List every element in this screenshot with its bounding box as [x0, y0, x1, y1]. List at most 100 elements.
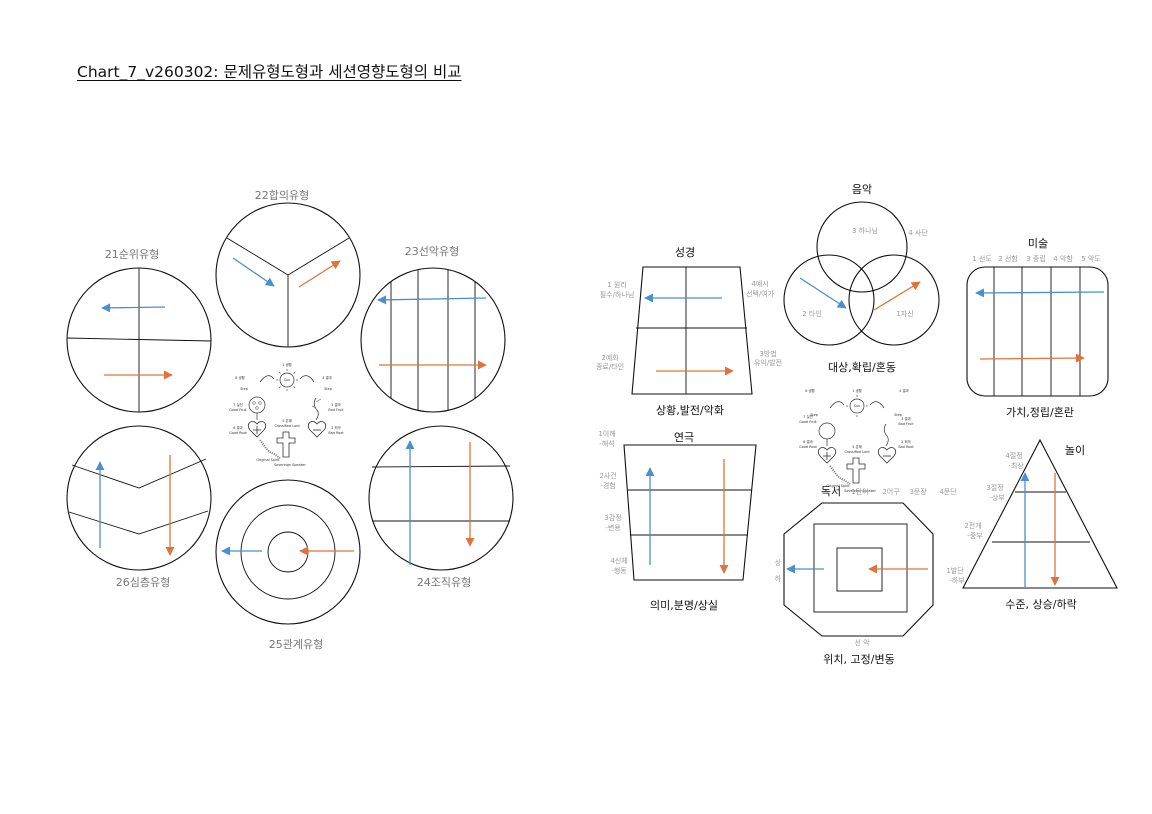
svg-text:1발단: 1발단 — [946, 566, 964, 575]
svg-text:5 은혜: 5 은혜 — [282, 418, 291, 423]
bad-tree-icon — [311, 397, 322, 421]
svg-text:Good Root: Good Root — [229, 431, 247, 435]
svg-text:하: 하 — [775, 574, 782, 583]
label-21: 21순위유형 — [105, 248, 159, 261]
svg-text:상: 상 — [775, 558, 782, 567]
art-col-label: 2 선함 — [998, 254, 1018, 263]
svg-text:4신체: 4신체 — [610, 556, 627, 565]
reading-col-label: 3문장 — [909, 487, 927, 496]
orange-arrow — [873, 281, 921, 311]
orange-arrow — [979, 353, 1085, 363]
shape-23-good-evil: 23선악유형 — [360, 245, 506, 413]
label-24: 24조직유형 — [417, 576, 471, 589]
svg-text:선 악: 선 악 — [854, 638, 870, 647]
svg-text:5 은혜: 5 은혜 — [852, 444, 861, 449]
reading-col-label: 2어구 — [882, 487, 900, 496]
art-col-label: 3 중립 — [1026, 255, 1046, 263]
orange-arrow — [298, 260, 341, 288]
center-icon-left: 1 생활 Sun 8 생활 4 결과 Step Step 7 실천 Good F… — [229, 362, 344, 467]
blue-arrow — [975, 288, 1105, 298]
svg-text:2 죄악: 2 죄악 — [331, 425, 340, 430]
svg-text:4 사단: 4 사단 — [908, 228, 928, 237]
shape-22-consensus: 22합의유형 — [215, 189, 361, 348]
art-title: 미술 — [1028, 237, 1048, 250]
svg-text:4예시: 4예시 — [751, 279, 768, 288]
svg-text:2전개: 2전개 — [964, 521, 981, 530]
good-tree-icon — [818, 422, 836, 440]
svg-text:1자신: 1자신 — [896, 309, 913, 318]
drama-caption: 의미,분명/상실 — [650, 599, 718, 612]
drama-title: 연극 — [674, 431, 694, 444]
svg-text:2사건: 2사건 — [599, 471, 616, 480]
svg-text:3 결과: 3 결과 — [901, 416, 910, 421]
svg-text:Step: Step — [240, 387, 248, 391]
bible-caption: 상황,발전/악화 — [656, 404, 724, 417]
shape-21-order: 21순위유형 — [66, 248, 212, 413]
svg-text:Crossified Lord: Crossified Lord — [844, 450, 869, 454]
svg-text:Good Fruit: Good Fruit — [799, 420, 817, 424]
heart-plus-icon — [247, 421, 267, 438]
svg-text:6 결과: 6 결과 — [233, 425, 242, 430]
svg-text:1 생활: 1 생활 — [852, 388, 861, 393]
svg-text:4 결과: 4 결과 — [899, 388, 908, 393]
good-tree-icon — [248, 396, 266, 420]
svg-text:Sovereign Speaker: Sovereign Speaker — [274, 463, 306, 467]
left-flower: 21순위유형 22합의유형 23선악유형 — [66, 189, 514, 651]
label-22: 22합의유형 — [255, 189, 309, 202]
svg-text:-변용: -변용 — [605, 524, 621, 532]
blue-arrow — [799, 277, 847, 309]
svg-text:Step: Step — [810, 413, 818, 417]
svg-text:-경험: -경험 — [600, 481, 615, 490]
music-caption: 대상,확립/혼동 — [828, 361, 896, 374]
svg-text:Bad Root: Bad Root — [328, 431, 344, 435]
blue-arrow — [377, 295, 487, 305]
cross-icon — [276, 431, 296, 458]
svg-text:3절정: 3절정 — [986, 483, 1003, 492]
reading-title: 독서 — [821, 485, 841, 498]
art-col-label: 5 악도 — [1081, 255, 1101, 263]
svg-text:6 결과: 6 결과 — [803, 439, 812, 444]
blue-arrow — [232, 257, 275, 287]
svg-text:3 결과: 3 결과 — [331, 402, 340, 407]
svg-text:3방법: 3방법 — [759, 349, 776, 358]
svg-text:Sun: Sun — [854, 404, 860, 408]
svg-text:Step: Step — [324, 387, 332, 391]
svg-text:2 타인: 2 타인 — [802, 309, 822, 318]
music-title: 음악 — [852, 183, 872, 196]
svg-text:Bad Fruit: Bad Fruit — [898, 422, 914, 426]
svg-text:Good Fruit: Good Fruit — [229, 408, 247, 412]
shape-music: 음악 3 하나님 4 사단 2 타인 1자신 대상,확립/혼동 — [783, 183, 940, 374]
shape-25-relation: 25관계유형 — [215, 479, 361, 651]
svg-text:-중부: -중부 — [967, 532, 983, 540]
reading-col-label: 1단어 — [851, 487, 868, 496]
heart-minus-icon — [307, 421, 327, 438]
label-23: 23선악유형 — [405, 245, 459, 258]
shape-24-organization: 24조직유형 — [368, 425, 514, 589]
svg-text:8 생활: 8 생활 — [805, 388, 814, 393]
shape-bible: 성경 1 원리 필수/하나님 2예화 종료/타인 3방법 유익/발전 4예시 선… — [596, 246, 782, 417]
bad-tree-icon — [883, 423, 889, 447]
art-col-label: 4 악함 — [1053, 254, 1073, 263]
cross-icon — [846, 457, 866, 484]
svg-text:2예화: 2예화 — [601, 353, 619, 362]
svg-text:Bad Root: Bad Root — [898, 445, 914, 449]
reading-caption: 위치, 고정/변동 — [823, 653, 894, 666]
center-icon-right: 1 생활 Sun Step Step 8 생활 4 결과 7 실천 Good F… — [799, 388, 914, 493]
svg-text:7 실천: 7 실천 — [803, 414, 812, 419]
shape-play: 놀이 4절정 -최상 3절정 -상부 2전개 -중부 1발단 -하부 수준, 상… — [946, 438, 1118, 611]
svg-text:4절정: 4절정 — [1005, 451, 1022, 460]
svg-text:4 결과: 4 결과 — [322, 375, 331, 380]
play-title: 놀이 — [1065, 444, 1085, 457]
svg-text:-상부: -상부 — [989, 493, 1005, 502]
svg-text:종료/타인: 종료/타인 — [596, 362, 624, 371]
shape-26-depth: 26심층유형 — [66, 425, 212, 589]
svg-text:1이해: 1이해 — [598, 429, 615, 438]
label-26: 26심층유형 — [116, 576, 170, 589]
svg-text:선택/여가: 선택/여가 — [746, 289, 775, 298]
svg-text:2 죄악: 2 죄악 — [901, 439, 910, 444]
svg-text:-하부: -하부 — [949, 576, 965, 585]
svg-text:-행동: -행동 — [611, 566, 627, 575]
play-caption: 수준, 상승/하락 — [1005, 597, 1076, 611]
